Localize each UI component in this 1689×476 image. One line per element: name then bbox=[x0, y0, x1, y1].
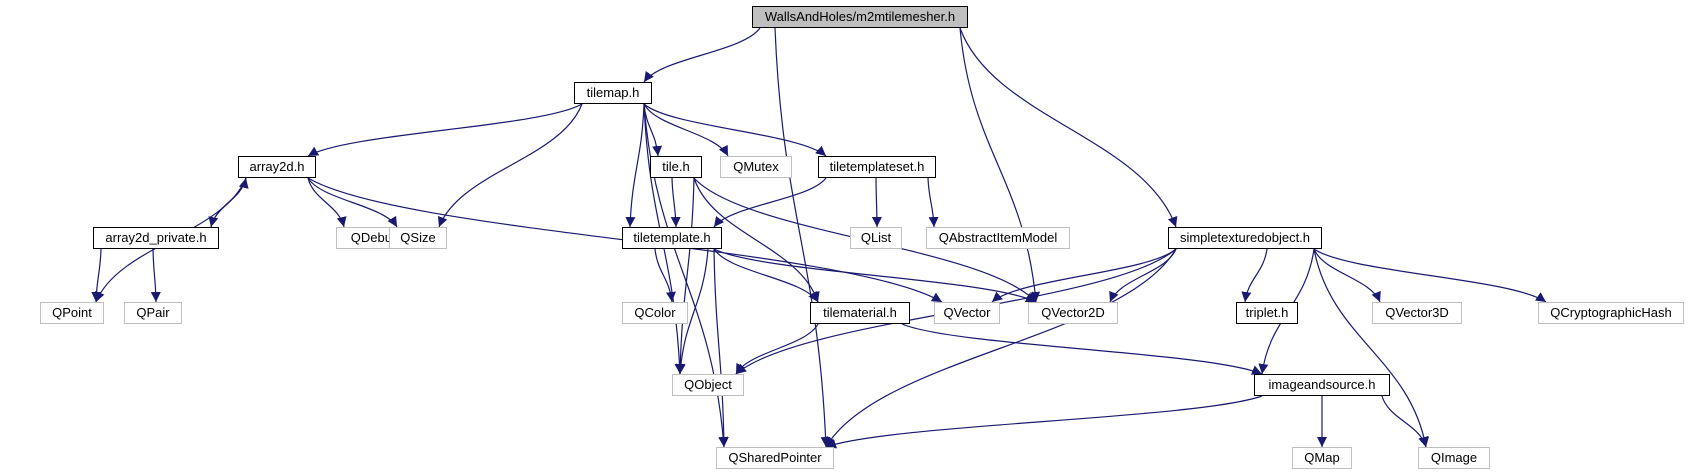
edge-array2d-to-qsize bbox=[307, 177, 398, 228]
edge-root-to-tilemap bbox=[643, 27, 761, 83]
edge-tilemap-to-tiletemplateset bbox=[643, 103, 827, 157]
node-qlist: QList bbox=[850, 227, 902, 249]
edge-tilemap-to-qmutex bbox=[643, 103, 729, 157]
edge-tilemap-to-qsize bbox=[437, 103, 583, 228]
node-qcolor: QColor bbox=[622, 302, 688, 324]
node-array2d_private[interactable]: array2d_private.h bbox=[93, 227, 219, 249]
edge-simpletexturedobject-to-qsharedpointer bbox=[825, 248, 1177, 448]
node-qvector3d: QVector3D bbox=[1372, 302, 1462, 324]
node-qvector2d: QVector2D bbox=[1028, 302, 1118, 324]
edge-array2d_private-to-qpair bbox=[150, 248, 161, 303]
node-triplet[interactable]: triplet.h bbox=[1236, 302, 1298, 324]
edge-array2d-to-qdebug bbox=[307, 177, 347, 228]
edge-tiletemplate-to-qsharedpointer bbox=[713, 248, 729, 448]
node-qcryptographichash: QCryptographicHash bbox=[1538, 302, 1684, 324]
node-qimage: QImage bbox=[1418, 447, 1490, 469]
node-qvector: QVector bbox=[934, 302, 1000, 324]
edge-tilemap-to-tile bbox=[643, 103, 663, 157]
edge-array2d_private-to-qpoint bbox=[91, 248, 102, 303]
node-qmap: QMap bbox=[1292, 447, 1352, 469]
edge-tile-to-tiletemplate bbox=[670, 177, 681, 228]
edge-simpletexturedobject-to-qcryptographichash bbox=[1313, 248, 1547, 303]
edge-simpletexturedobject-to-qvector bbox=[991, 248, 1177, 303]
node-qpoint: QPoint bbox=[40, 302, 104, 324]
edge-root-to-simpletexturedobject bbox=[959, 27, 1178, 228]
edge-root-to-qsharedpointer bbox=[774, 27, 831, 448]
edge-imageandsource-to-qsharedpointer bbox=[825, 395, 1263, 449]
node-root: WallsAndHoles/m2mtilemesher.h bbox=[752, 6, 968, 28]
node-tiletemplateset[interactable]: tiletemplateset.h bbox=[818, 156, 936, 178]
edge-simpletexturedobject-to-qvector3d bbox=[1313, 248, 1381, 303]
edge-simpletexturedobject-to-triplet bbox=[1241, 248, 1268, 303]
node-simpletexturedobject[interactable]: simpletexturedobject.h bbox=[1168, 227, 1322, 249]
node-qabstractitemmodel: QAbstractItemModel bbox=[926, 227, 1070, 249]
node-tilematerial[interactable]: tilematerial.h bbox=[810, 302, 910, 324]
edge-tiletemplate-to-qobject bbox=[675, 248, 709, 375]
node-tile[interactable]: tile.h bbox=[650, 156, 702, 178]
node-qpair: QPair bbox=[124, 302, 182, 324]
node-imageandsource[interactable]: imageandsource.h bbox=[1254, 374, 1390, 396]
edge-simpletexturedobject-to-qimage bbox=[1313, 248, 1430, 448]
edge-tile-to-qobject bbox=[675, 177, 695, 375]
node-array2d[interactable]: array2d.h bbox=[238, 156, 316, 178]
edge-tiletemplate-to-tilematerial bbox=[713, 248, 819, 303]
edge-tiletemplateset-to-qabstractitemmodel bbox=[927, 177, 939, 228]
edge-tilemap-to-array2d bbox=[307, 103, 583, 157]
edge-tilemap-to-tiletemplate bbox=[625, 103, 645, 228]
edge-array2d_private-to-array2d bbox=[210, 177, 249, 228]
node-tiletemplate[interactable]: tiletemplate.h bbox=[622, 227, 722, 249]
node-tilemap[interactable]: tilemap.h bbox=[574, 82, 652, 104]
node-qmutex: QMutex bbox=[720, 156, 792, 178]
node-qsize: QSize bbox=[389, 227, 447, 249]
edge-root-to-qvector2d bbox=[959, 27, 1041, 303]
node-qobject: QObject bbox=[672, 374, 744, 396]
edge-imageandsource-to-qimage bbox=[1381, 395, 1429, 448]
edge-tiletemplateset-to-tiletemplate bbox=[713, 177, 827, 228]
edge-tiletemplateset-to-qlist bbox=[871, 177, 882, 228]
node-qsharedpointer: QSharedPointer bbox=[716, 447, 834, 469]
edge-tiletemplate-to-qcolor bbox=[654, 248, 676, 303]
edge-tile-to-tilematerial bbox=[693, 177, 820, 303]
edge-tilematerial-to-imageandsource bbox=[901, 323, 1263, 375]
